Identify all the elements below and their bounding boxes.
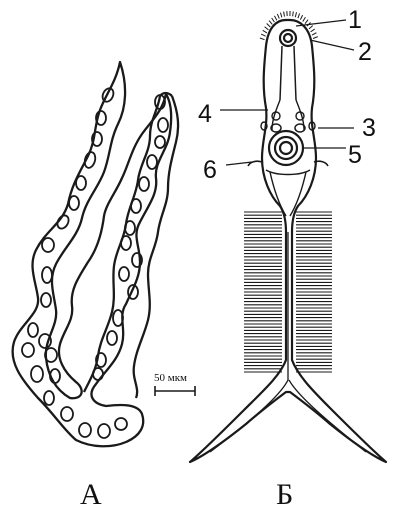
label-6: 6 <box>203 156 217 184</box>
label-2: 2 <box>358 38 372 66</box>
scale-bar-label: 50 мкм <box>154 372 187 384</box>
label-5: 5 <box>348 141 362 169</box>
label-1: 1 <box>348 6 362 34</box>
label-4: 4 <box>198 100 212 128</box>
label-3: 3 <box>362 114 376 142</box>
panel-label-a: А <box>80 478 102 510</box>
panel-label-b: Б <box>276 478 293 510</box>
